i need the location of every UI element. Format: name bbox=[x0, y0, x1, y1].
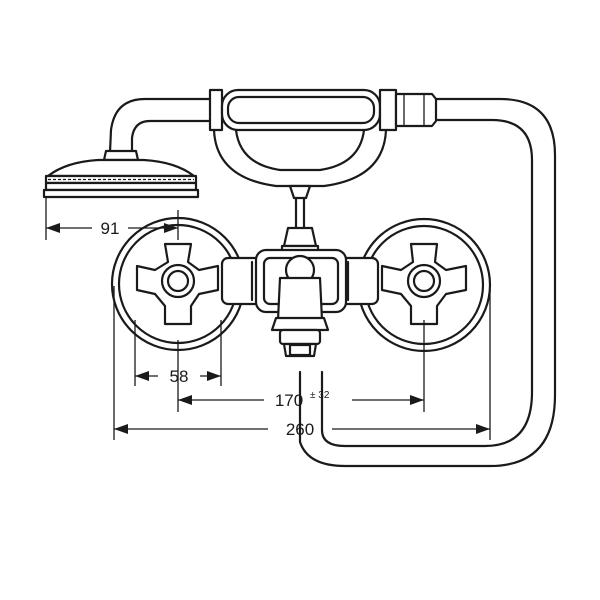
dim-tolerance: ± 32 bbox=[310, 390, 330, 401]
dim-label-260: 260 bbox=[286, 420, 314, 439]
dim-label-170: 170 bbox=[275, 391, 303, 410]
dimension-91 bbox=[45, 198, 179, 240]
dimension-58 bbox=[134, 320, 222, 386]
handshower-handle bbox=[208, 88, 438, 132]
shower-holder-arm bbox=[108, 97, 212, 154]
dimension-170 bbox=[177, 320, 425, 412]
dim-label-91: 91 bbox=[101, 219, 120, 238]
dimension-260 bbox=[113, 286, 491, 440]
shower-hose bbox=[298, 97, 557, 468]
cradle bbox=[212, 128, 388, 254]
dim-label-58: 58 bbox=[170, 367, 189, 386]
spout bbox=[270, 276, 330, 358]
shower-head bbox=[42, 149, 200, 199]
